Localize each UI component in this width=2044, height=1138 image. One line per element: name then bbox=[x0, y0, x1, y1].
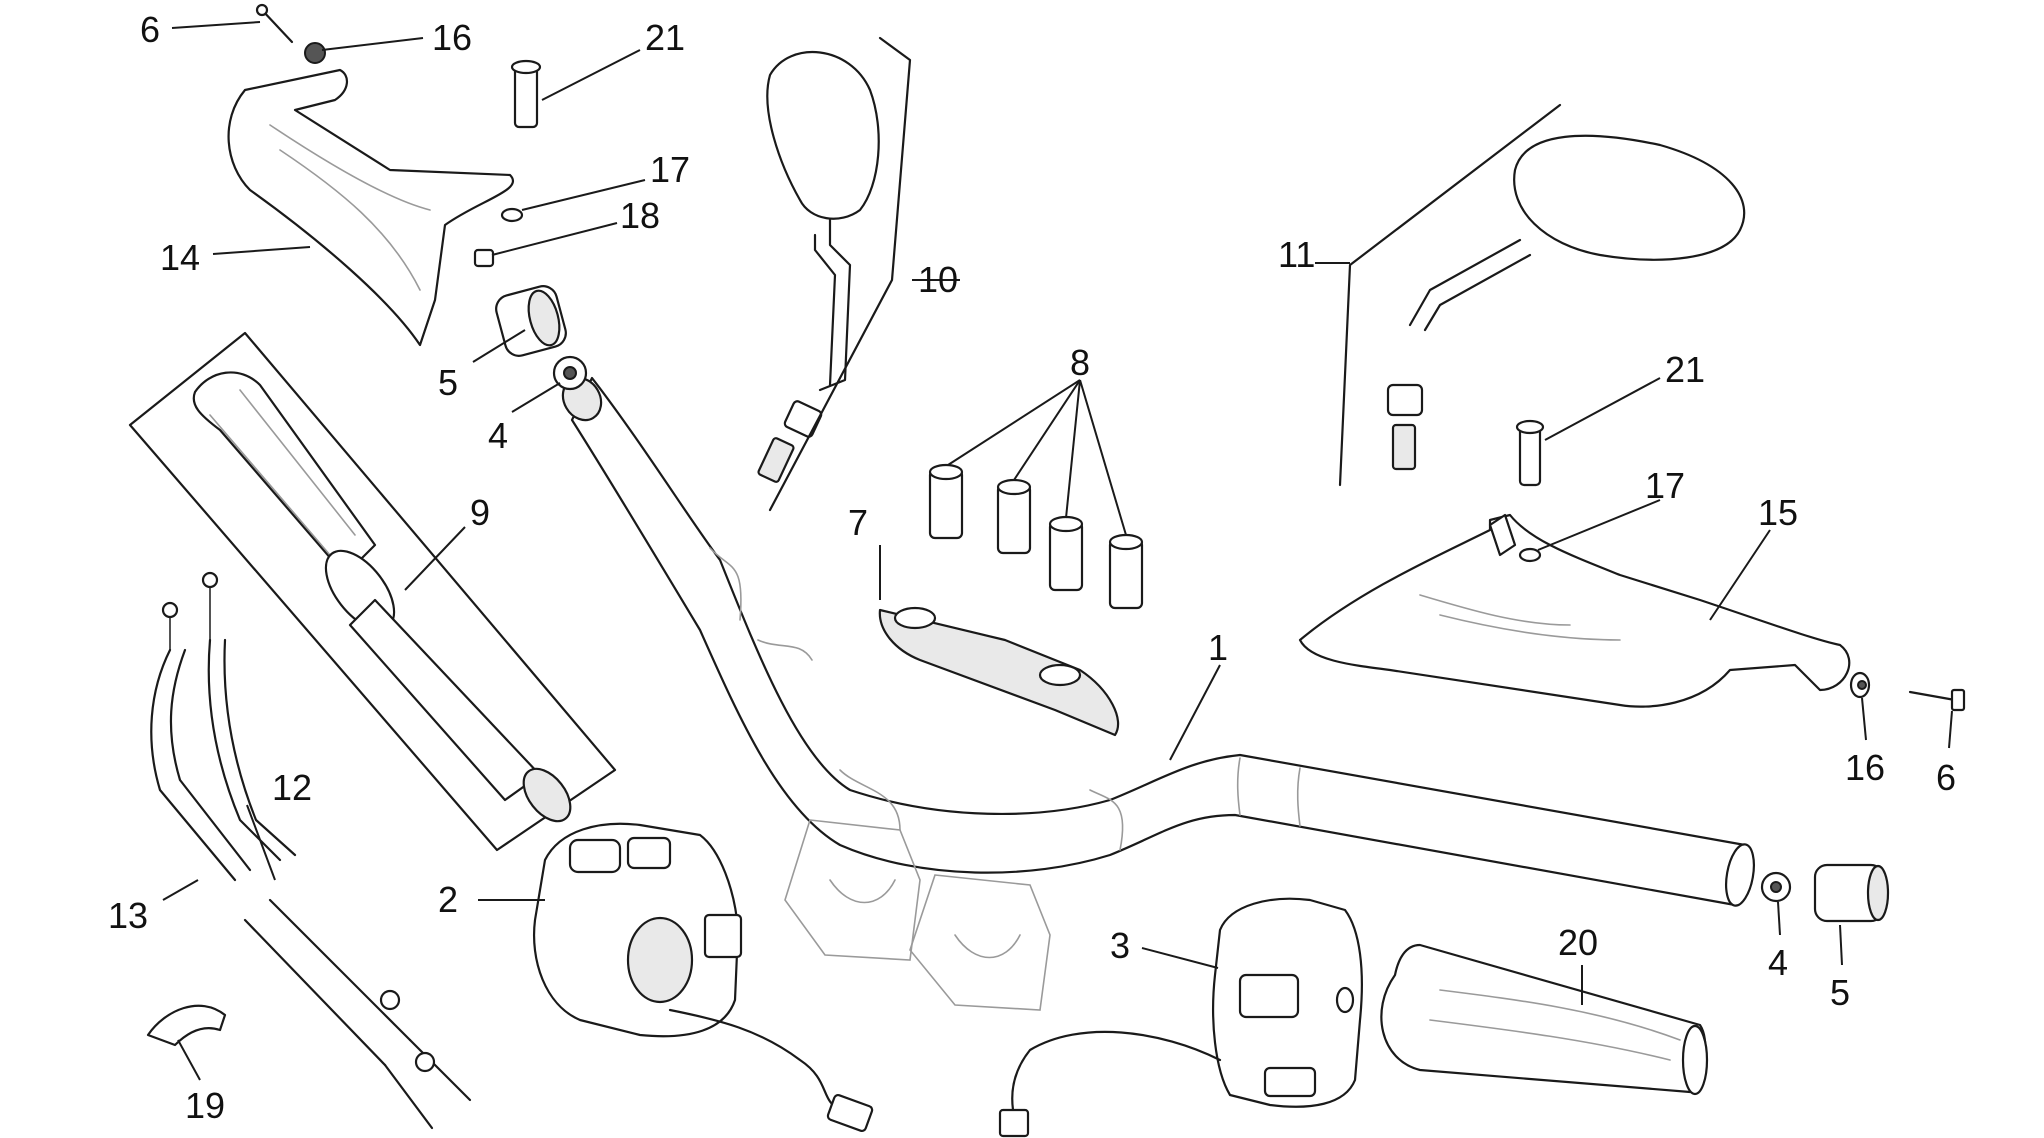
part-bolt-left bbox=[255, 3, 294, 44]
part-bolt-right bbox=[1908, 688, 1966, 712]
callout-4-right: 4 bbox=[1768, 942, 1788, 983]
callout-2: 2 bbox=[438, 879, 458, 920]
part-bar-end-weight-left bbox=[495, 285, 567, 357]
callout-labels: 1 2 3 4 4 5 5 6 6 7 8 9 10 11 12 13 14 1… bbox=[108, 9, 1956, 1126]
part-bar-end-weight-right bbox=[1813, 863, 1890, 923]
callout-21-right: 21 bbox=[1665, 349, 1705, 390]
callout-15: 15 bbox=[1758, 492, 1798, 533]
part-clamp-bolts bbox=[928, 463, 1144, 610]
part-mirror-right bbox=[1338, 103, 1746, 487]
part-throttle-cables bbox=[150, 571, 472, 1130]
callout-13: 13 bbox=[108, 895, 148, 936]
callout-4-left: 4 bbox=[488, 415, 508, 456]
part-bar-end-nut-right bbox=[1760, 871, 1792, 903]
callout-6-right: 6 bbox=[1936, 757, 1956, 798]
callout-20: 20 bbox=[1558, 922, 1598, 963]
part-clamp-upper bbox=[878, 606, 1120, 737]
part-hand-guard-right bbox=[1298, 513, 1851, 708]
part-left-switch-housing bbox=[533, 822, 874, 1133]
callout-8: 8 bbox=[1070, 342, 1090, 383]
callout-17-right: 17 bbox=[1645, 465, 1685, 506]
part-clamp-lower-bases bbox=[784, 819, 1051, 1011]
part-mirror-bolt-left bbox=[510, 59, 542, 129]
callout-21-left: 21 bbox=[645, 17, 685, 58]
part-right-switch-housing bbox=[998, 897, 1363, 1138]
callout-1: 1 bbox=[1208, 627, 1228, 668]
part-washer-left bbox=[304, 42, 326, 64]
part-screw-left bbox=[473, 248, 495, 268]
callout-12: 12 bbox=[272, 767, 312, 808]
callout-10: 10 bbox=[918, 259, 958, 300]
leader-lines bbox=[162, 21, 1953, 1081]
callout-3: 3 bbox=[1110, 925, 1130, 966]
callout-9: 9 bbox=[470, 492, 490, 533]
part-cable-clip bbox=[146, 1004, 227, 1047]
part-spacer-right bbox=[1518, 547, 1542, 563]
part-spacer-left bbox=[500, 207, 524, 223]
callout-18: 18 bbox=[620, 195, 660, 236]
callout-16-right: 16 bbox=[1845, 747, 1885, 788]
callout-7: 7 bbox=[848, 502, 868, 543]
callout-17-left: 17 bbox=[650, 149, 690, 190]
callout-5-left: 5 bbox=[438, 362, 458, 403]
callout-5-right: 5 bbox=[1830, 972, 1850, 1013]
callout-19: 19 bbox=[185, 1085, 225, 1126]
callout-14: 14 bbox=[160, 237, 200, 278]
callout-6-left: 6 bbox=[140, 9, 160, 50]
part-washer-right bbox=[1849, 671, 1871, 699]
part-mirror-bolt-right bbox=[1515, 419, 1545, 487]
part-bar-end-nut-left bbox=[552, 355, 588, 391]
callout-11: 11 bbox=[1278, 234, 1315, 275]
callout-16-left: 16 bbox=[432, 17, 472, 58]
part-throttle-grip bbox=[128, 331, 617, 852]
part-grip-left bbox=[1380, 943, 1709, 1096]
part-hand-guard-left bbox=[227, 68, 514, 347]
part-mirror-left bbox=[757, 36, 912, 512]
